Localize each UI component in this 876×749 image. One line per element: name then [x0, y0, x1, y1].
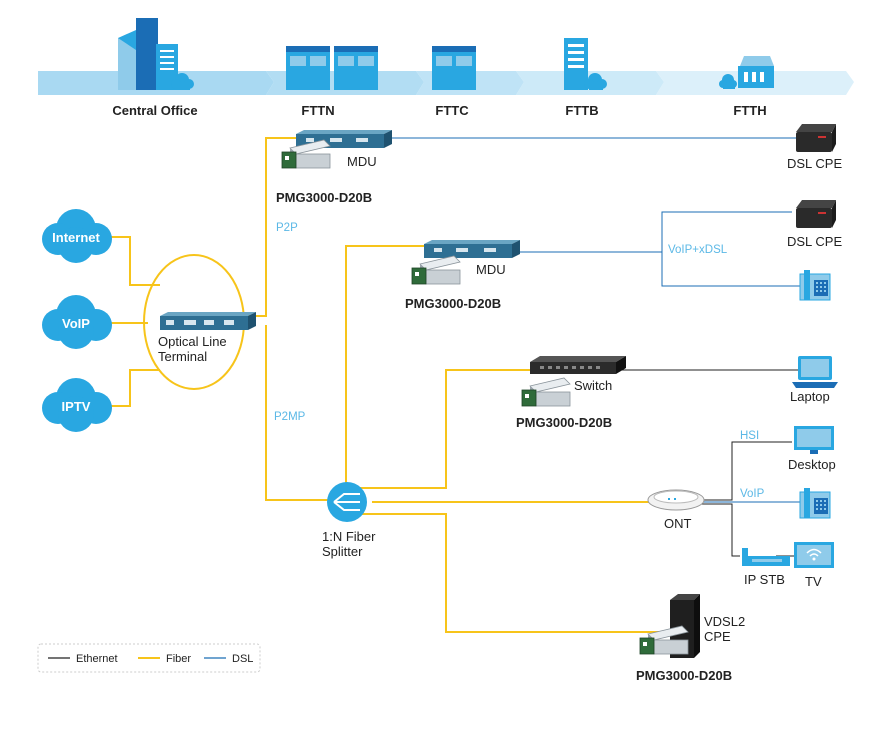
- laptop-icon: [792, 356, 838, 388]
- legend: Ethernet Fiber DSL: [37, 643, 261, 673]
- vdsl2-cpe-label: VDSL2: [704, 614, 745, 629]
- dsl-lines: [384, 137, 800, 503]
- dsl-cpe-icon: [796, 200, 836, 228]
- service-label: IPTV: [62, 399, 91, 414]
- cloud-icon: [42, 209, 112, 263]
- fttn-icon: [286, 46, 378, 90]
- stage-labels: Central Office FTTN FTTC FTTB FTTH: [112, 103, 766, 118]
- service-label: VoIP: [62, 316, 90, 331]
- fttb-icon: [564, 38, 607, 90]
- sfp-module: [639, 625, 689, 655]
- sfp-label: PMG3000-D20B: [636, 668, 732, 683]
- stage-label: FTTC: [435, 103, 469, 118]
- ont-device: [647, 489, 705, 511]
- ethernet-lines: [620, 369, 800, 557]
- olt-device: [160, 312, 256, 330]
- olt-label: Optical Line: [158, 334, 227, 349]
- cloud-icon: [42, 295, 112, 349]
- sfp-module: [281, 139, 331, 169]
- desktop-icon: [794, 426, 834, 454]
- tv-label: TV: [805, 574, 822, 589]
- sfp-label: PMG3000-D20B: [405, 296, 501, 311]
- central-office-icon: [118, 18, 194, 90]
- sfp-module: [521, 377, 571, 407]
- switch-label: Switch: [574, 378, 612, 393]
- ip-stb-label: IP STB: [744, 572, 785, 587]
- hsi-label: HSI: [740, 430, 759, 442]
- service-label: Internet: [52, 230, 100, 245]
- olt-label: Terminal: [158, 349, 207, 364]
- laptop-label: Laptop: [790, 389, 830, 404]
- splitter-label: 1:N Fiber: [322, 529, 376, 544]
- stage-label: FTTN: [301, 103, 334, 118]
- vdsl2-cpe-label: CPE: [704, 629, 731, 644]
- mdu-label: MDU: [347, 154, 377, 169]
- stage-label: FTTH: [733, 103, 766, 118]
- fttc-icon: [432, 46, 476, 90]
- dsl-cpe-label: DSL CPE: [787, 156, 842, 171]
- phone-icon: [799, 487, 831, 519]
- legend-label: DSL: [232, 653, 253, 665]
- switch-device: [530, 356, 626, 374]
- voip-xdsl-label: VoIP+xDSL: [668, 244, 728, 256]
- desktop-label: Desktop: [788, 457, 836, 472]
- tv-icon: [794, 542, 834, 568]
- mdu-label: MDU: [476, 262, 506, 277]
- legend-label: Ethernet: [76, 653, 118, 665]
- voip-label: VoIP: [740, 488, 765, 500]
- dsl-cpe-label: DSL CPE: [787, 234, 842, 249]
- legend-label: Fiber: [166, 653, 191, 665]
- ont-label: ONT: [664, 516, 692, 531]
- sfp-label: PMG3000-D20B: [276, 190, 372, 205]
- dsl-cpe-icon: [796, 124, 836, 152]
- phone-icon: [799, 269, 831, 301]
- sfp-label: PMG3000-D20B: [516, 415, 612, 430]
- stage-label: Central Office: [112, 103, 197, 118]
- ftth-icon: [719, 56, 774, 89]
- mdu-device: [424, 240, 520, 258]
- splitter-icon: [327, 482, 367, 522]
- sfp-module: [411, 255, 461, 285]
- ip-stb-icon: [742, 548, 790, 566]
- stage-label: FTTB: [565, 103, 598, 118]
- splitter-label: Splitter: [322, 544, 363, 559]
- p2p-label: P2P: [276, 222, 298, 234]
- cloud-icon: [42, 378, 112, 432]
- p2mp-label: P2MP: [274, 411, 306, 423]
